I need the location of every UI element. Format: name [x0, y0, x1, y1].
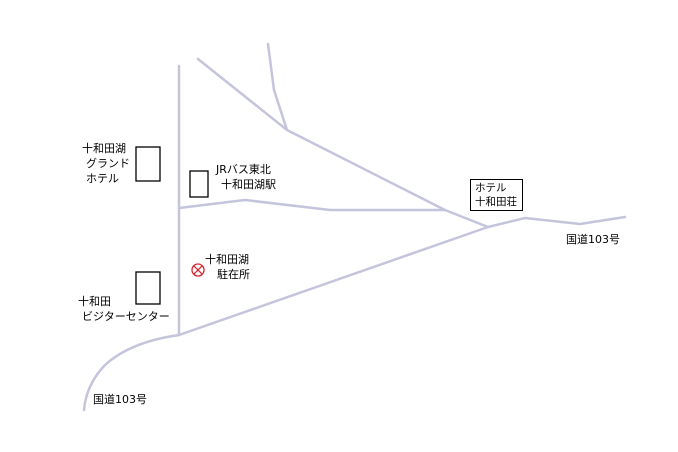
- building-grand-hotel: [135, 146, 161, 182]
- label-police-box: 十和田湖 駐在所: [205, 252, 250, 282]
- road-network: [82, 42, 627, 412]
- label-grand-hotel-line-2: グランド: [86, 157, 130, 170]
- label-grand-hotel-line-1: 十和田湖: [82, 142, 126, 155]
- road-station-east: [177, 198, 447, 212]
- circle-x-icon: [191, 263, 205, 277]
- label-grand-hotel-line-3: ホテル: [86, 172, 119, 185]
- label-police-box-line-1: 十和田湖: [205, 253, 249, 266]
- label-jr-bus-station-line-1: JRバス東北: [216, 163, 271, 176]
- road-diagonal-north: [285, 128, 490, 229]
- building-hotel-towada-sou: ホテル 十和田荘: [470, 179, 523, 211]
- building-visitor-center: [135, 271, 161, 305]
- road-main-diagonal: [177, 225, 490, 337]
- label-hotel-towada-sou-line-1: ホテル: [475, 182, 507, 194]
- label-visitor-center-line-2: ビジターセンター: [82, 310, 170, 323]
- label-grand-hotel: 十和田湖 グランド ホテル: [82, 141, 130, 186]
- label-visitor-center-line-1: 十和田: [78, 295, 111, 308]
- road-route-east: [486, 215, 627, 229]
- label-jr-bus-station-line-2: 十和田湖駅: [221, 178, 276, 191]
- label-visitor-center: 十和田 ビジターセンター: [78, 294, 170, 324]
- label-jr-bus-station: JRバス東北 十和田湖駅: [216, 162, 276, 192]
- building-jr-bus-station: [189, 170, 209, 198]
- label-route-east: 国道103号: [566, 233, 620, 246]
- label-hotel-towada-sou-line-2: 十和田荘: [475, 196, 517, 208]
- label-police-box-line-2: 駐在所: [217, 268, 250, 281]
- label-route-southwest: 国道103号: [93, 393, 147, 406]
- road-north-b: [196, 57, 289, 132]
- road-route-southwest: [82, 333, 181, 412]
- road-north-a: [266, 42, 289, 132]
